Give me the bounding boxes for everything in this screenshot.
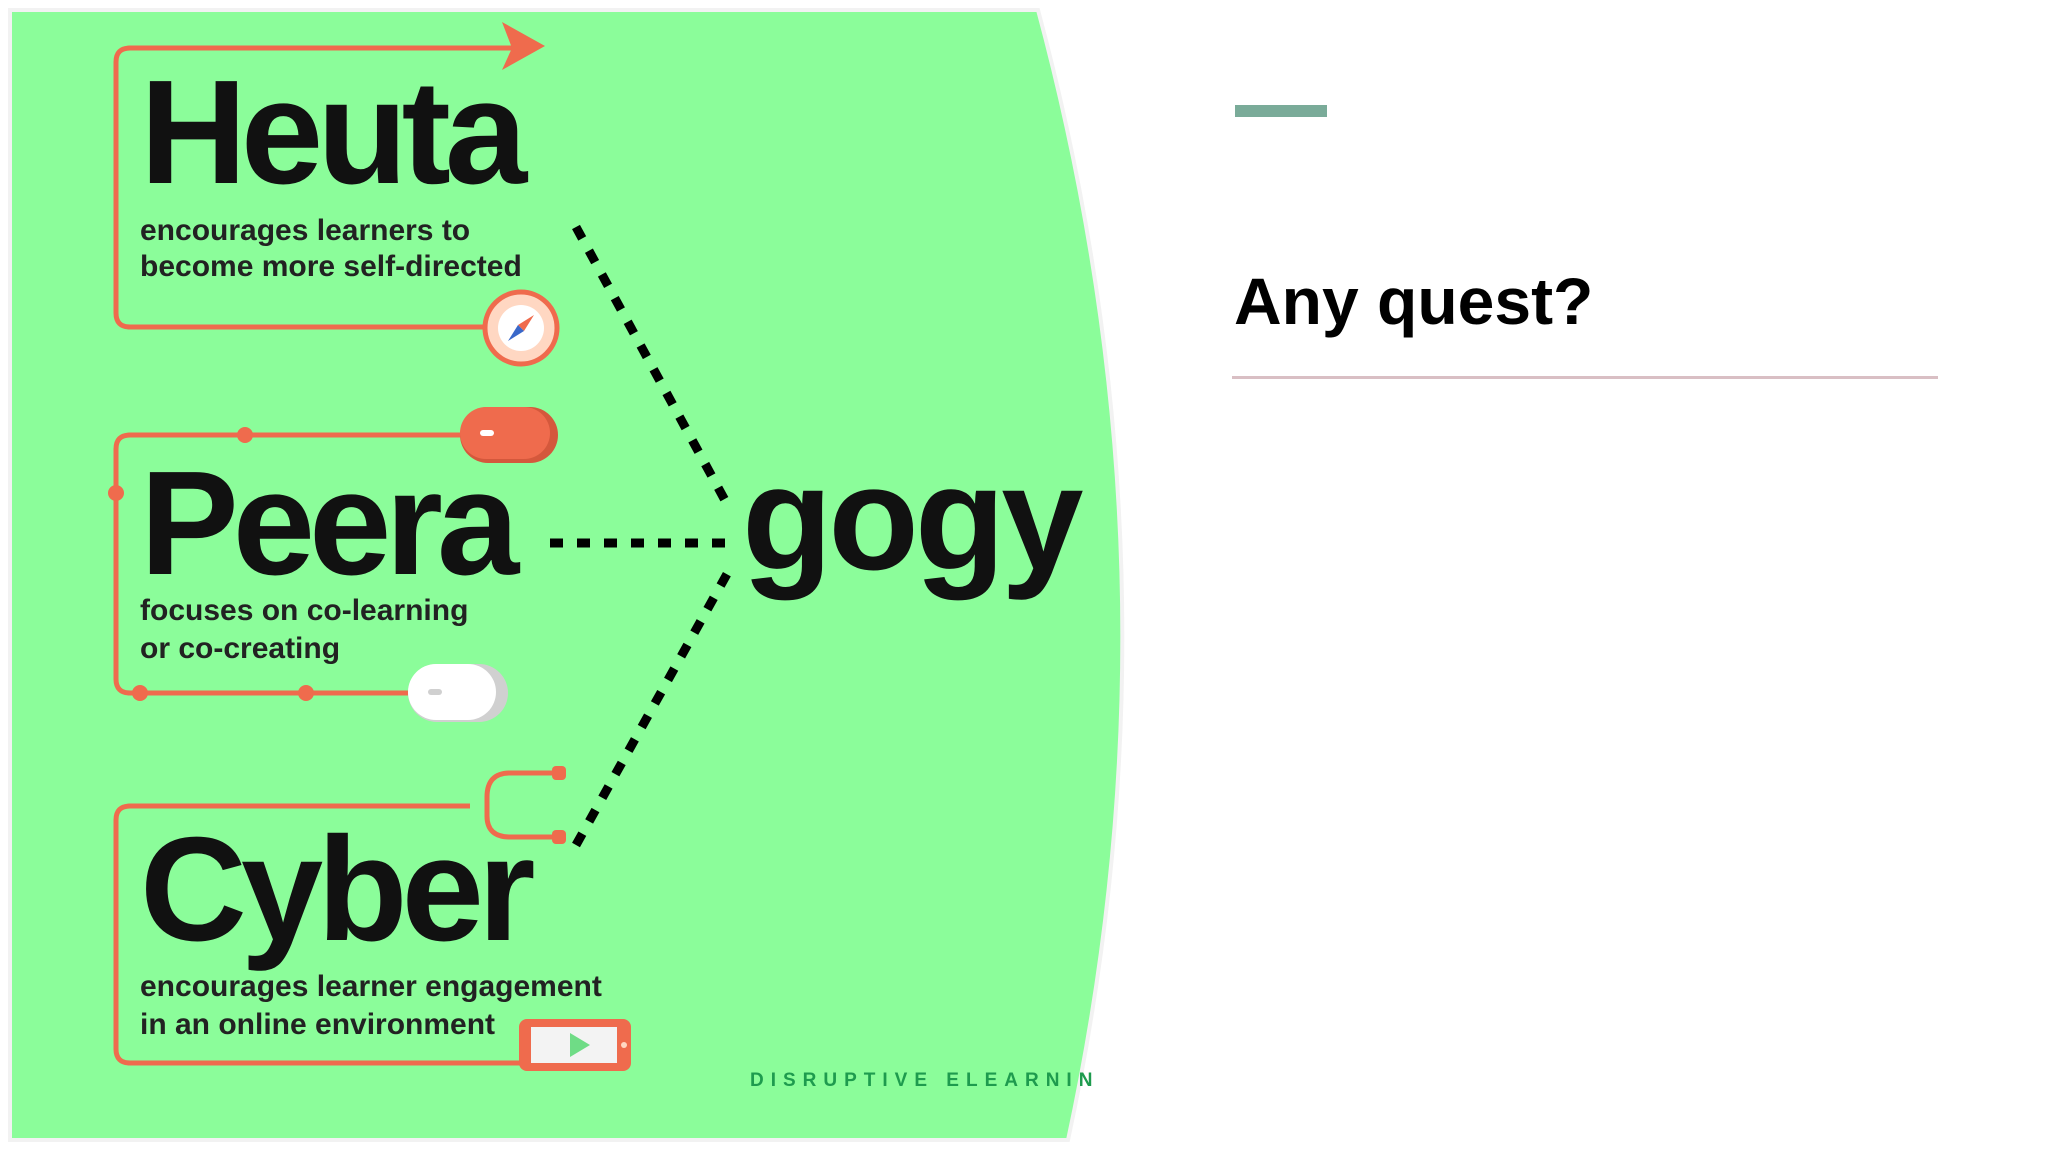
- frame-dots: [108, 427, 314, 701]
- dotted-connectors: [550, 224, 731, 848]
- compass-icon: [482, 289, 560, 367]
- peera-frame: [113, 432, 462, 696]
- peera-description-line1: focuses on co-learning: [140, 594, 468, 627]
- brand-watermark: DISRUPTIVE ELEARNIN: [750, 1070, 1099, 1091]
- infographic-background: [8, 8, 1125, 1142]
- heuta-description-line2: become more self-directed: [140, 250, 522, 283]
- slide-title: Any quest?: [1234, 264, 1594, 338]
- red-mouse-icon: [460, 407, 558, 463]
- cyber-description-line1: encourages learner engagement: [140, 970, 602, 1003]
- accent-bar: [1235, 105, 1327, 117]
- cyber-frame: [113, 770, 560, 1066]
- peera-description-line2: or co-creating: [140, 632, 340, 665]
- earphone-tips: [552, 766, 566, 844]
- arrow-head-icon: [502, 22, 545, 70]
- heuta-frame: [113, 45, 520, 330]
- phone-video-icon: [519, 1019, 631, 1071]
- heuta-description-line1: encourages learners to: [140, 214, 470, 247]
- cyber-description-line2: in an online environment: [140, 1008, 495, 1041]
- mouse-icon: [408, 664, 508, 722]
- peera-word: Peera: [140, 441, 521, 606]
- heuta-word: Heuta: [140, 50, 529, 215]
- gogy-word: gogy: [742, 436, 1083, 601]
- title-underline: [1232, 376, 1938, 379]
- cyber-word: Cyber: [140, 807, 534, 972]
